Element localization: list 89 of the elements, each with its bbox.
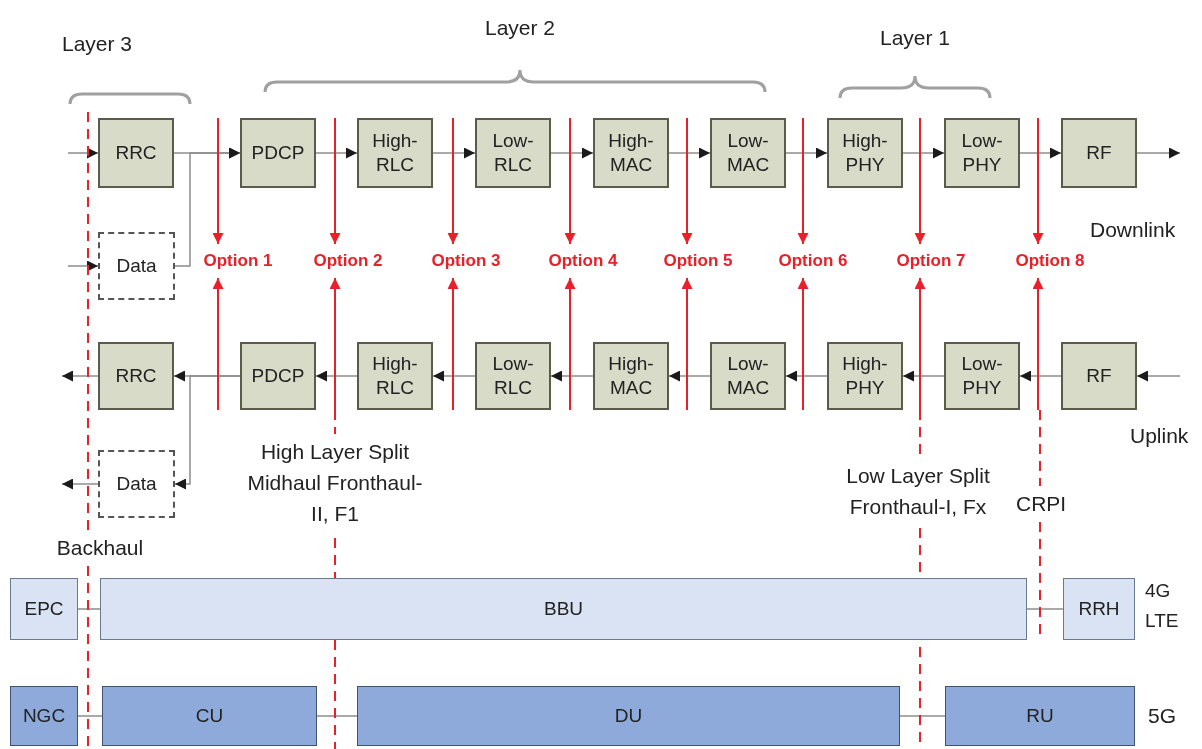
data-block: Data (98, 232, 175, 300)
flow-arrow (1136, 147, 1181, 159)
protocol-block: RF (1061, 118, 1137, 188)
option-label: Option 8 (1008, 244, 1092, 278)
protocol-block: High-RLC (357, 342, 433, 410)
protocol-block: Low-RLC (475, 118, 551, 188)
protocol-block: RRC (98, 342, 174, 410)
layer-label: Layer 3 (62, 31, 134, 57)
protocol-block: Low-MAC (710, 118, 786, 188)
split-arrow (1032, 277, 1044, 411)
network-block: BBU (100, 578, 1027, 640)
option-label: Option 4 (541, 244, 625, 278)
flow-arrow (61, 370, 99, 382)
protocol-block: High-MAC (593, 118, 669, 188)
flow-arrow (550, 147, 594, 159)
flow-arrow (67, 260, 99, 272)
split-arrow (564, 277, 576, 411)
option-label: Option 5 (656, 244, 740, 278)
flow-arrow (174, 147, 241, 267)
protocol-block: RRC (98, 118, 174, 188)
interface-label: Backhaul (55, 535, 145, 561)
option-label: Option 2 (306, 244, 390, 278)
connector-line (77, 608, 101, 610)
split-arrow (212, 117, 224, 245)
split-arrow (564, 117, 576, 245)
split-arrow (914, 277, 926, 411)
connector-line (899, 715, 946, 717)
direction-label: Uplink (1130, 423, 1190, 449)
network-block: NGC (10, 686, 78, 746)
direction-label: Downlink (1090, 217, 1177, 243)
connector-line (1026, 608, 1064, 610)
flow-arrow (315, 370, 358, 382)
connector-line (316, 715, 358, 717)
network-block: RU (945, 686, 1135, 746)
protocol-block: Low-RLC (475, 342, 551, 410)
network-block: EPC (10, 578, 78, 640)
protocol-block: Low-PHY (944, 118, 1020, 188)
flow-arrow (785, 370, 828, 382)
split-arrow (681, 117, 693, 245)
network-block: DU (357, 686, 900, 746)
protocol-block: PDCP (240, 118, 316, 188)
protocol-block: PDCP (240, 342, 316, 410)
generation-label: 4G LTE (1145, 579, 1180, 633)
flow-arrow (432, 370, 476, 382)
generation-label: 5G (1148, 703, 1177, 729)
split-arrow (447, 277, 459, 411)
flow-arrow (668, 370, 711, 382)
flow-arrow (315, 147, 358, 159)
flow-arrow (67, 147, 99, 159)
protocol-block: Low-MAC (710, 342, 786, 410)
data-block: Data (98, 450, 175, 518)
split-arrow (797, 117, 809, 245)
network-block: RRH (1063, 578, 1135, 640)
connector-line (77, 715, 103, 717)
protocol-block: RF (1061, 342, 1137, 410)
layer-label: Layer 1 (878, 25, 951, 51)
split-arrow (681, 277, 693, 411)
network-block: CU (102, 686, 317, 746)
flow-arrow (550, 370, 594, 382)
flow-arrow (785, 147, 828, 159)
option-label: Option 6 (771, 244, 855, 278)
split-arrow (447, 117, 459, 245)
flow-arrow (668, 147, 711, 159)
split-arrow (914, 117, 926, 245)
option-label: Option 7 (889, 244, 973, 278)
flow-arrow (1019, 370, 1062, 382)
protocol-block: High-PHY (827, 118, 903, 188)
split-arrow (212, 277, 224, 411)
flow-arrow (174, 375, 241, 490)
protocol-block: Low-PHY (944, 342, 1020, 410)
flow-arrow (902, 147, 945, 159)
flow-arrow (432, 147, 476, 159)
option-label: Option 3 (424, 244, 508, 278)
flow-arrow (1019, 147, 1062, 159)
option-label: Option 1 (196, 244, 280, 278)
protocol-block: High-PHY (827, 342, 903, 410)
protocol-block: High-MAC (593, 342, 669, 410)
split-arrow (329, 117, 341, 245)
flow-arrow (902, 370, 945, 382)
flow-arrow (1136, 370, 1181, 382)
interface-label: CRPI (1016, 491, 1066, 517)
layer-label: Layer 2 (483, 15, 556, 41)
split-arrow (797, 277, 809, 411)
split-label: Low Layer Split Fronthaul-I, Fx (845, 463, 991, 520)
split-label: High Layer Split Midhaul Fronthaul-II, F1 (246, 439, 424, 527)
flow-arrow (61, 478, 99, 490)
split-arrow (329, 277, 341, 411)
split-arrow (1032, 117, 1044, 245)
protocol-block: High-RLC (357, 118, 433, 188)
